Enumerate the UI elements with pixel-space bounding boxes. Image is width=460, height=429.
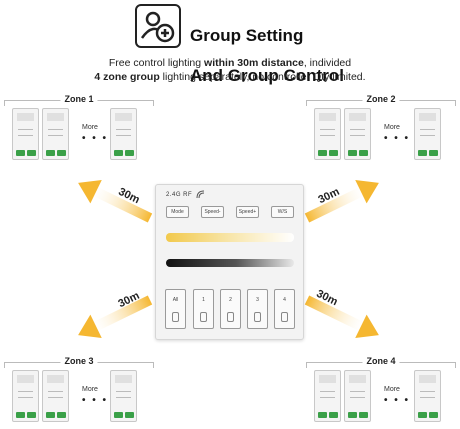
- controller-unit: [344, 370, 371, 422]
- wireless-icon: [196, 190, 205, 199]
- wall-panel-controller: 2.4G RF Mode Speed- Speed+ W/S All 1 2 3…: [155, 184, 304, 340]
- controller-unit: [12, 370, 39, 422]
- controller-unit: [110, 370, 137, 422]
- controller-unit: [314, 370, 341, 422]
- zone-button-label: 2: [229, 297, 232, 303]
- zone-2-button[interactable]: 2: [220, 289, 241, 329]
- zone-label: Zone 3: [60, 356, 98, 366]
- controller-unit: [42, 370, 69, 422]
- description-line-1: Free control lighting within 30m distanc…: [0, 56, 460, 70]
- desc-text: lighting separately, no controller Qty l…: [159, 71, 366, 83]
- controller-unit: [42, 108, 69, 160]
- arrow-zone-4: [304, 295, 379, 338]
- zone-button-label: 1: [202, 297, 205, 303]
- controller-unit: [314, 108, 341, 160]
- rf-label: 2.4G RF: [166, 192, 193, 198]
- brightness-slider[interactable]: [166, 259, 294, 267]
- ellipsis: • • •: [384, 133, 411, 144]
- zone-button-label: 4: [283, 297, 286, 303]
- zone-4-button[interactable]: 4: [274, 289, 295, 329]
- zone-4-group: Zone 4 More • • •: [306, 356, 456, 424]
- page-title: Group Setting And Group Control: [190, 6, 390, 106]
- ws-button[interactable]: W/S: [271, 206, 294, 218]
- speed-down-button[interactable]: Speed-: [201, 206, 224, 218]
- zone-all-button[interactable]: All: [165, 289, 186, 329]
- mode-button[interactable]: Mode: [166, 206, 189, 218]
- ellipsis: • • •: [384, 395, 411, 406]
- more-label: More: [82, 386, 98, 393]
- title-line-1: Group Setting: [190, 26, 304, 45]
- zone-button-label: 3: [256, 297, 259, 303]
- ellipsis: • • •: [82, 395, 109, 406]
- group-add-icon: [135, 4, 181, 48]
- arrow-zone-2: [304, 180, 379, 223]
- desc-bold: 4 zone group: [94, 71, 160, 83]
- zone-2-group: Zone 2 More • • •: [306, 94, 456, 162]
- desc-text: Free control lighting: [108, 57, 205, 69]
- zone-3-button[interactable]: 3: [247, 289, 268, 329]
- arrow-zone-3: [78, 295, 153, 338]
- zone-label: Zone 2: [362, 94, 400, 104]
- controller-unit: [12, 108, 39, 160]
- zone-label: Zone 1: [60, 94, 98, 104]
- zone-label: Zone 4: [362, 356, 400, 366]
- controller-unit: [344, 108, 371, 160]
- zone-button-label: All: [172, 297, 179, 303]
- zone-1-group: Zone 1 More • • •: [4, 94, 154, 162]
- title-line-2: And Group Control: [190, 66, 344, 85]
- arrow-zone-1: [78, 180, 153, 223]
- more-label: More: [384, 386, 400, 393]
- more-label: More: [384, 124, 400, 131]
- color-temperature-slider[interactable]: [166, 233, 294, 242]
- controller-unit: [414, 108, 441, 160]
- desc-bold: within 30m distance: [204, 57, 304, 69]
- zone-1-button[interactable]: 1: [193, 289, 214, 329]
- more-label: More: [82, 124, 98, 131]
- desc-text: , individed: [303, 57, 352, 69]
- controller-unit: [110, 108, 137, 160]
- ellipsis: • • •: [82, 133, 109, 144]
- zone-3-group: Zone 3 More • • •: [4, 356, 154, 424]
- description-line-2: 4 zone group lighting separately, no con…: [0, 70, 460, 84]
- speed-up-button[interactable]: Speed+: [236, 206, 259, 218]
- controller-unit: [414, 370, 441, 422]
